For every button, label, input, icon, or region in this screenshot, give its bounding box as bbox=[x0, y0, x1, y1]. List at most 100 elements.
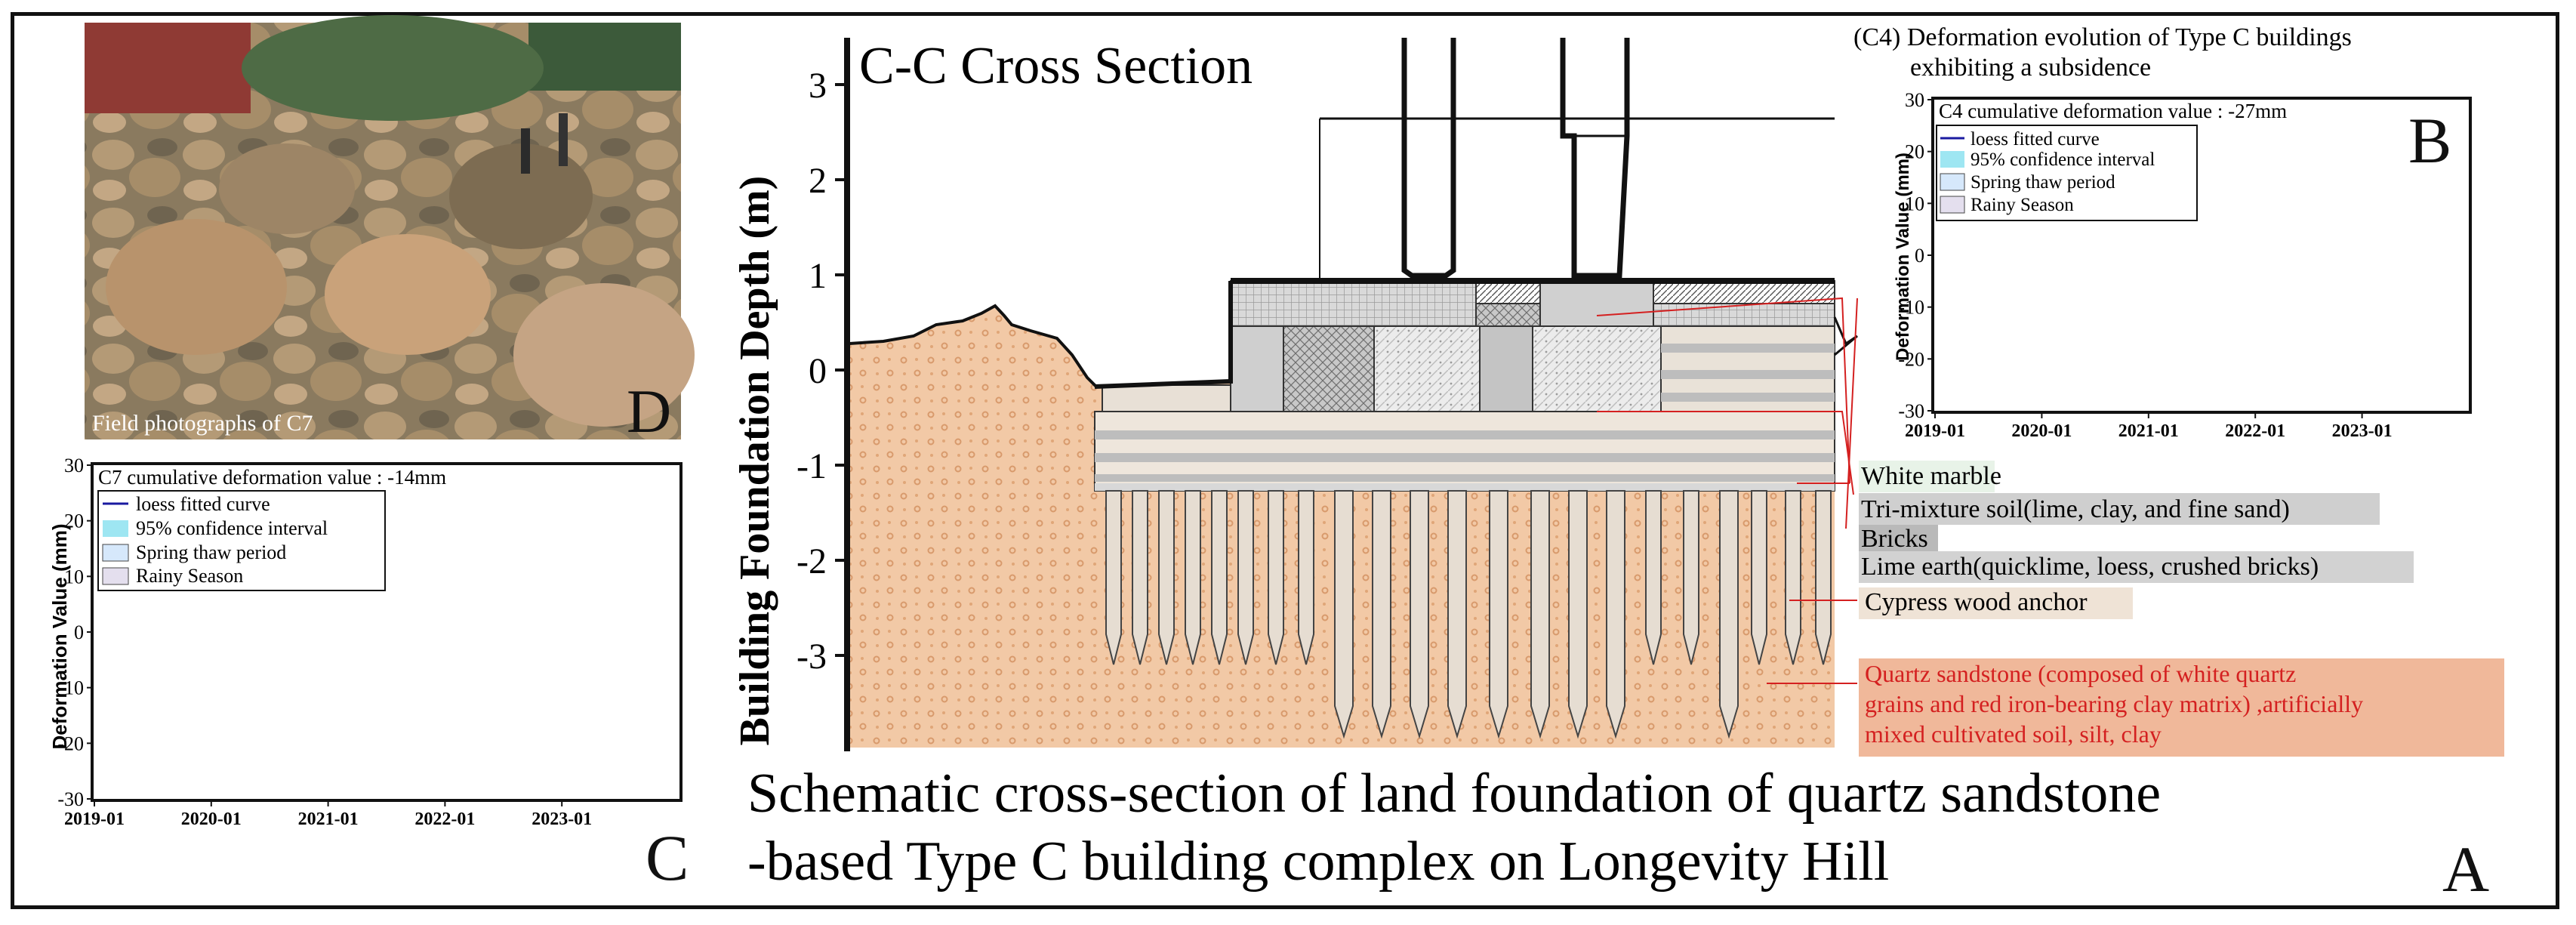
label-quartz-sandstone-line3: mixed cultivated soil, silt, clay bbox=[1865, 720, 2162, 748]
wood-anchor-pile bbox=[1298, 490, 1314, 665]
label-box-quartz-sandstone bbox=[1859, 658, 2504, 757]
x-tick-label: 2021-01 bbox=[2118, 421, 2179, 441]
wood-anchor-pile bbox=[1645, 490, 1662, 665]
legend-spring-swatch bbox=[1940, 173, 1965, 191]
wood-anchor-pile bbox=[1268, 490, 1284, 665]
chart-c7-legend: loess fitted curve 95% confidence interv… bbox=[97, 490, 386, 591]
wood-anchor-pile bbox=[1815, 490, 1832, 665]
x-tick-label: 2022-01 bbox=[414, 809, 475, 829]
wood-anchor-pile bbox=[1372, 490, 1391, 739]
y-tick-label: 0 bbox=[1915, 245, 1924, 267]
panel-letter-a: A bbox=[2442, 833, 2489, 905]
layer-labels: White marble Tri-mixture soil(lime, clay… bbox=[1859, 461, 2504, 757]
label-tri-mixture-soil: Tri-mixture soil(lime, clay, and fine sa… bbox=[1861, 495, 2290, 523]
x-tick-label: 2021-01 bbox=[298, 809, 359, 829]
y-tick-label: -30 bbox=[1898, 400, 1924, 422]
wood-anchor-pile bbox=[1606, 490, 1625, 739]
legend-rainy-swatch bbox=[1940, 196, 1965, 214]
cross-section-tick-label: 1 bbox=[809, 256, 827, 296]
wood-anchor-pile bbox=[1447, 490, 1467, 739]
cross-section-tick-label: -1 bbox=[797, 446, 827, 486]
legend-ci-label: 95% confidence interval bbox=[1971, 150, 2155, 170]
y-tick-label: 30 bbox=[1905, 89, 1924, 111]
wood-anchor-pile bbox=[1530, 490, 1550, 739]
photo-caption: Field photographs of C7 bbox=[92, 411, 313, 436]
lime-earth-slab bbox=[1094, 384, 1835, 492]
brick-platform bbox=[1094, 278, 1835, 412]
wood-anchor-pile bbox=[1158, 490, 1175, 665]
wood-anchor-pile bbox=[1683, 490, 1699, 665]
wood-anchor-pile bbox=[1410, 490, 1429, 739]
panel-letter-d: D bbox=[627, 377, 671, 446]
label-box-tri-mixture-soil bbox=[1859, 493, 2380, 525]
caption-line2: -based Type C building complex on Longev… bbox=[747, 831, 1889, 893]
wood-anchor-pile bbox=[1785, 490, 1801, 665]
y-tick-label: 10 bbox=[1905, 193, 1924, 214]
label-bricks: Bricks bbox=[1861, 525, 1928, 553]
wood-anchor-pile bbox=[1334, 490, 1354, 739]
chart-c7-subtitle: C7 cumulative deformation value : -14mm bbox=[98, 466, 446, 489]
legend-spring-label: Spring thaw period bbox=[136, 541, 286, 563]
y-tick-label: -30 bbox=[57, 788, 84, 810]
cross-section-tick-label: -2 bbox=[797, 541, 827, 581]
legend-ci-swatch bbox=[103, 520, 128, 537]
y-tick-label: -10 bbox=[57, 677, 84, 699]
cross-section-tick-label: 3 bbox=[809, 66, 827, 106]
wood-anchor-pile bbox=[1211, 490, 1228, 665]
panel-letter-b: B bbox=[2408, 104, 2451, 177]
wood-anchor-pile bbox=[1132, 490, 1148, 665]
chart-c4: (C4) Deformation evolution of Type C bui… bbox=[1853, 23, 2472, 414]
chart-c4-title-line1: (C4) Deformation evolution of Type C bui… bbox=[1853, 23, 2352, 51]
label-quartz-sandstone-line1: Quartz sandstone (composed of white quar… bbox=[1865, 660, 2296, 687]
cross-section-y-ticks: 3 2 1 0 -1 -2 -3 bbox=[797, 66, 847, 677]
x-tick-label: 2020-01 bbox=[181, 809, 242, 829]
label-quartz-sandstone-line2: grains and red iron-bearing clay matrix)… bbox=[1865, 690, 2363, 717]
wood-anchor-pile bbox=[1719, 490, 1739, 739]
cross-section-tick-label: 2 bbox=[809, 161, 827, 201]
x-tick-label: 2023-01 bbox=[2332, 421, 2393, 441]
x-tick-label: 2019-01 bbox=[1905, 421, 1965, 441]
label-box-lime-earth bbox=[1859, 551, 2414, 583]
x-tick-label: 2022-01 bbox=[2225, 421, 2285, 441]
chart-c4-title-line2: exhibiting a subsidence bbox=[1910, 54, 2151, 82]
cross-section-tick-label: -3 bbox=[797, 637, 827, 677]
legend-spring-swatch bbox=[102, 544, 129, 562]
break-symbol bbox=[1833, 316, 1858, 356]
y-tick-label: 20 bbox=[64, 510, 84, 532]
y-tick-label: 20 bbox=[1905, 141, 1924, 163]
wood-anchor-pile bbox=[1489, 490, 1508, 739]
legend-curve-label: loess fitted curve bbox=[1971, 129, 2100, 150]
chart-c4-ylabel: Deformation Value (mm) bbox=[1893, 153, 1913, 361]
cross-section-tick-label: 0 bbox=[809, 351, 827, 391]
x-tick-label: 2020-01 bbox=[2011, 421, 2072, 441]
y-tick-label: -20 bbox=[57, 732, 84, 754]
panel-letter-c: C bbox=[646, 822, 689, 894]
label-white-marble: White marble bbox=[1861, 462, 2001, 490]
legend-rainy-label: Rainy Season bbox=[136, 565, 243, 587]
wood-anchor-pile bbox=[1237, 490, 1254, 665]
cross-section-ylabel: Building Foundation Depth (m) bbox=[732, 176, 778, 746]
y-tick-label: -20 bbox=[1898, 348, 1924, 370]
x-tick-label: 2019-01 bbox=[64, 809, 125, 829]
legend-ci-swatch bbox=[1940, 151, 1964, 168]
panel-d-photo: Field photographs of C7 D bbox=[85, 15, 695, 446]
chart-c4-subtitle: C4 cumulative deformation value : -27mm bbox=[1939, 100, 2287, 122]
label-lime-earth: Lime earth(quicklime, loess, crushed bri… bbox=[1861, 553, 2319, 581]
wood-anchor-pile bbox=[1185, 490, 1201, 665]
label-box-bricks bbox=[1859, 525, 1938, 553]
columns bbox=[1319, 38, 1835, 281]
y-tick-label: -10 bbox=[1898, 297, 1924, 319]
y-tick-label: 30 bbox=[64, 455, 84, 476]
wood-anchor-pile bbox=[1105, 490, 1122, 665]
wood-anchor-pile bbox=[1751, 490, 1767, 665]
chart-c7: Deformation Value (mm) C7 cumulative def… bbox=[48, 462, 689, 894]
legend-ci-label: 95% confidence interval bbox=[136, 517, 328, 539]
chart-c7-ylabel: Deformation Value (mm) bbox=[48, 523, 71, 749]
label-cypress-wood: Cypress wood anchor bbox=[1865, 588, 2088, 616]
label-box-cypress-wood bbox=[1859, 587, 2133, 619]
label-box-white-marble bbox=[1859, 461, 1995, 492]
leader-lines bbox=[1596, 297, 1858, 684]
legend-rainy-swatch bbox=[102, 567, 129, 585]
chart-c4-legend: loess fitted curve 95% confidence interv… bbox=[1936, 125, 2198, 221]
